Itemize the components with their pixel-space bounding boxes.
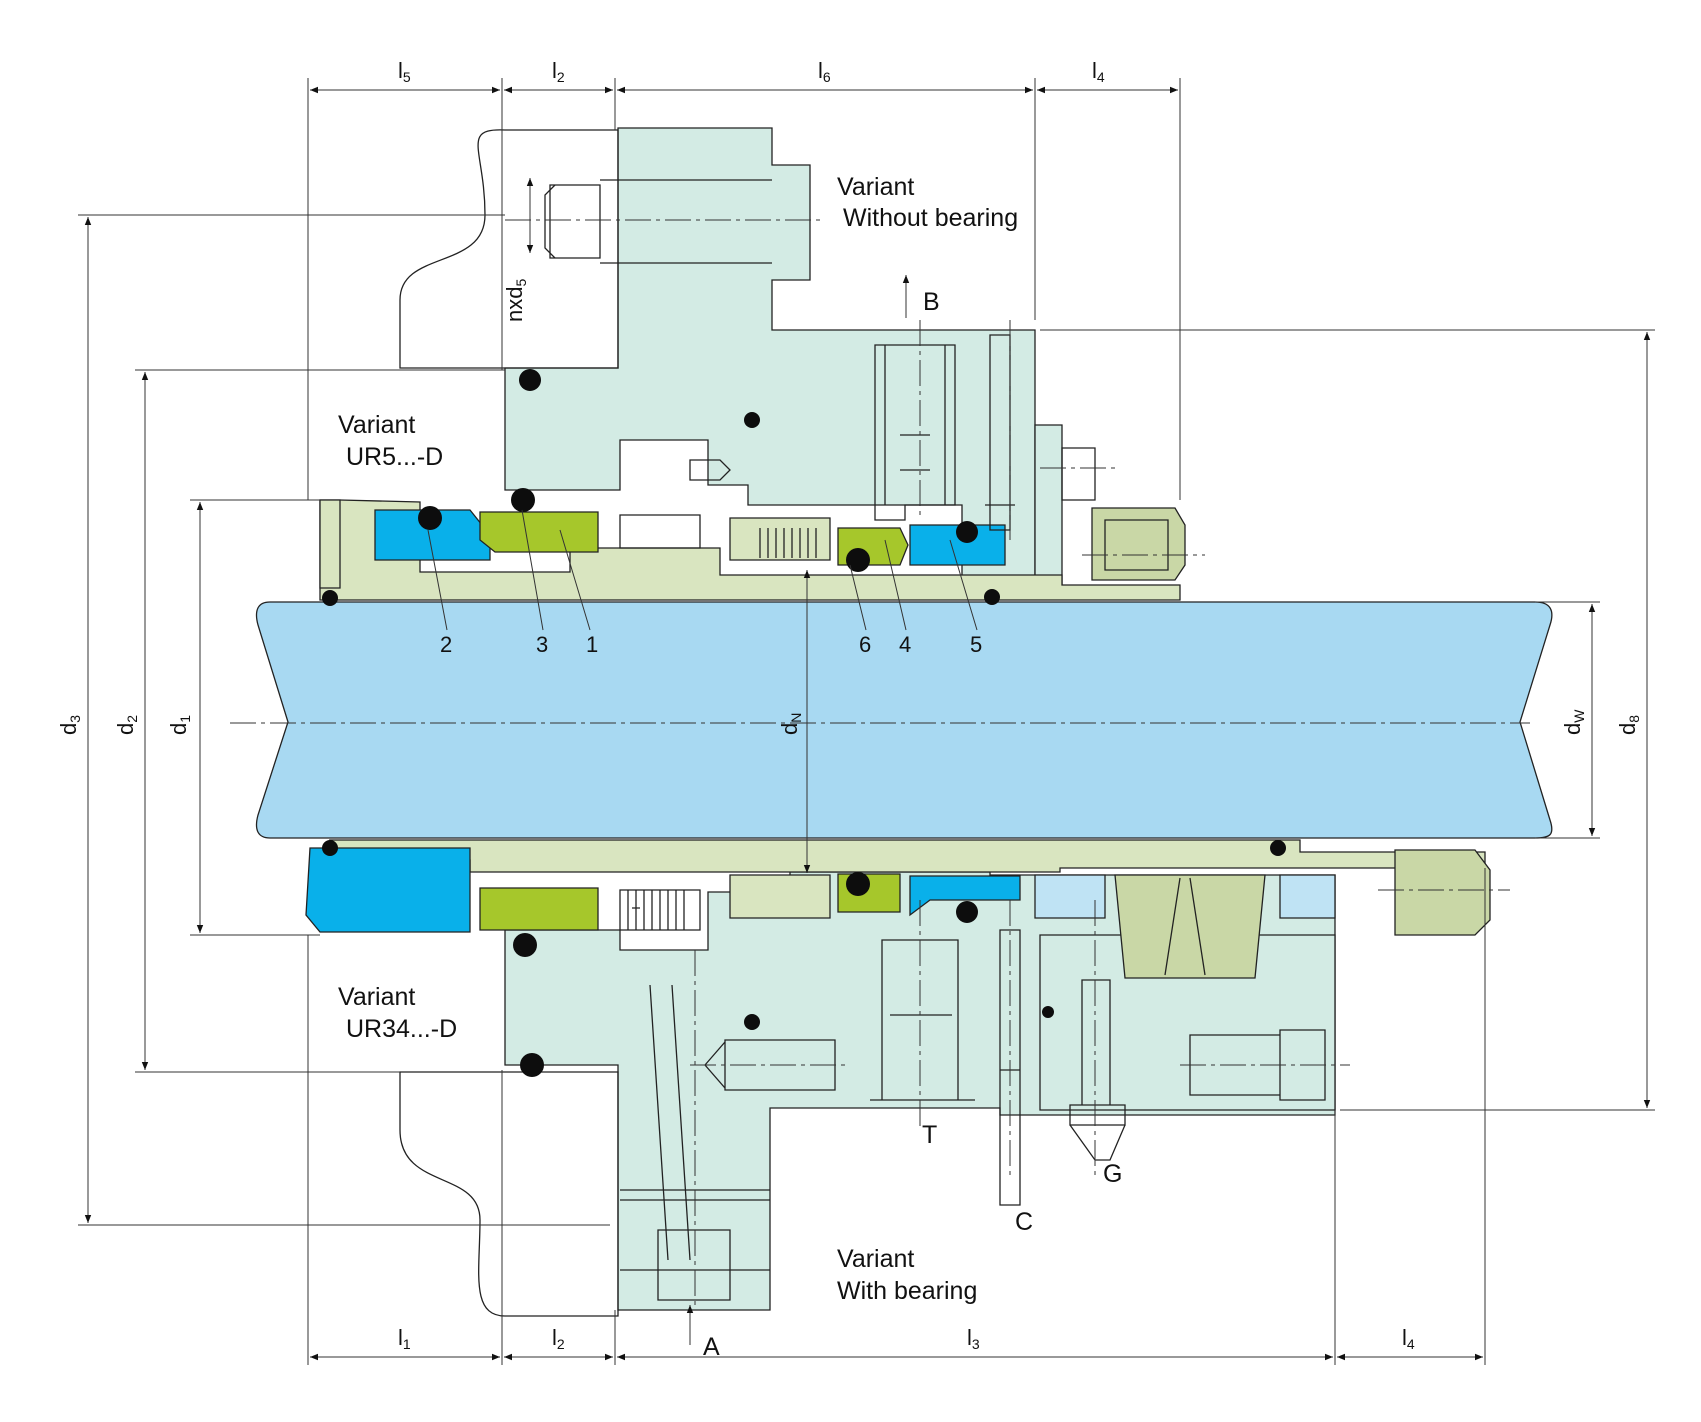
dim-label-bottom: l4 [1402,1325,1415,1352]
dimension-labels: l5 l2 l6 l4 l1 l2 l3 l4 d3 d2 d1 dN dW d… [56,58,1642,1352]
variant-bottom-right-line1: Variant [837,1245,914,1273]
dim-label-left: d3 [56,715,83,735]
dim-label-top: l4 [1092,58,1105,85]
dim-label-center: dN [777,713,804,735]
variant-labels: Variant Without bearing Variant UR5...-D… [338,173,1018,1305]
part-number: 6 [859,632,871,657]
variant-bottom-right-line2: With bearing [837,1277,977,1305]
port-label-t: T [922,1121,937,1149]
dim-label-bottom: l1 [398,1325,411,1352]
dim-label-bottom: l3 [967,1325,980,1352]
dim-label-left: d1 [166,715,193,735]
collar-nut [1091,507,1491,936]
port-label-a: A [703,1333,720,1361]
dim-label-right: dW [1560,709,1587,735]
o-rings [322,369,1286,1077]
port-label-c: C [1015,1208,1033,1236]
stationary-rings [305,509,1021,933]
part-number: 2 [440,632,452,657]
variant-top-right-line2: Without bearing [843,204,1018,232]
variant-top-left-line2: UR5...-D [346,443,443,471]
part-number: 1 [586,632,598,657]
dim-label-bolt: nxd5 [502,279,529,322]
port-labels: A B C G T [703,288,1122,1361]
springs [619,514,817,931]
seal-faces [479,511,909,931]
dim-label-left: d2 [113,715,140,735]
variant-bottom-left-line1: Variant [338,983,415,1011]
part-number: 5 [970,632,982,657]
dim-label-top: l5 [398,58,411,85]
flange-outline [399,129,619,1317]
dim-label-right: d8 [1615,715,1642,735]
port-label-g: G [1103,1160,1122,1188]
variant-top-right-line1: Variant [837,173,914,201]
dim-label-top: l6 [818,58,831,85]
port-label-b: B [923,288,940,316]
center-lines [230,219,1530,1310]
dim-label-top: l2 [552,58,565,85]
variant-bottom-left-line2: UR34...-D [346,1015,457,1043]
dim-label-bottom: l2 [552,1325,565,1352]
variant-top-left-line1: Variant [338,411,415,439]
part-number: 4 [899,632,911,657]
bearing [1034,874,1336,979]
dimension-lines [78,78,1655,1365]
part-number-labels: 2 3 1 6 4 5 [440,632,982,657]
part-number: 3 [536,632,548,657]
